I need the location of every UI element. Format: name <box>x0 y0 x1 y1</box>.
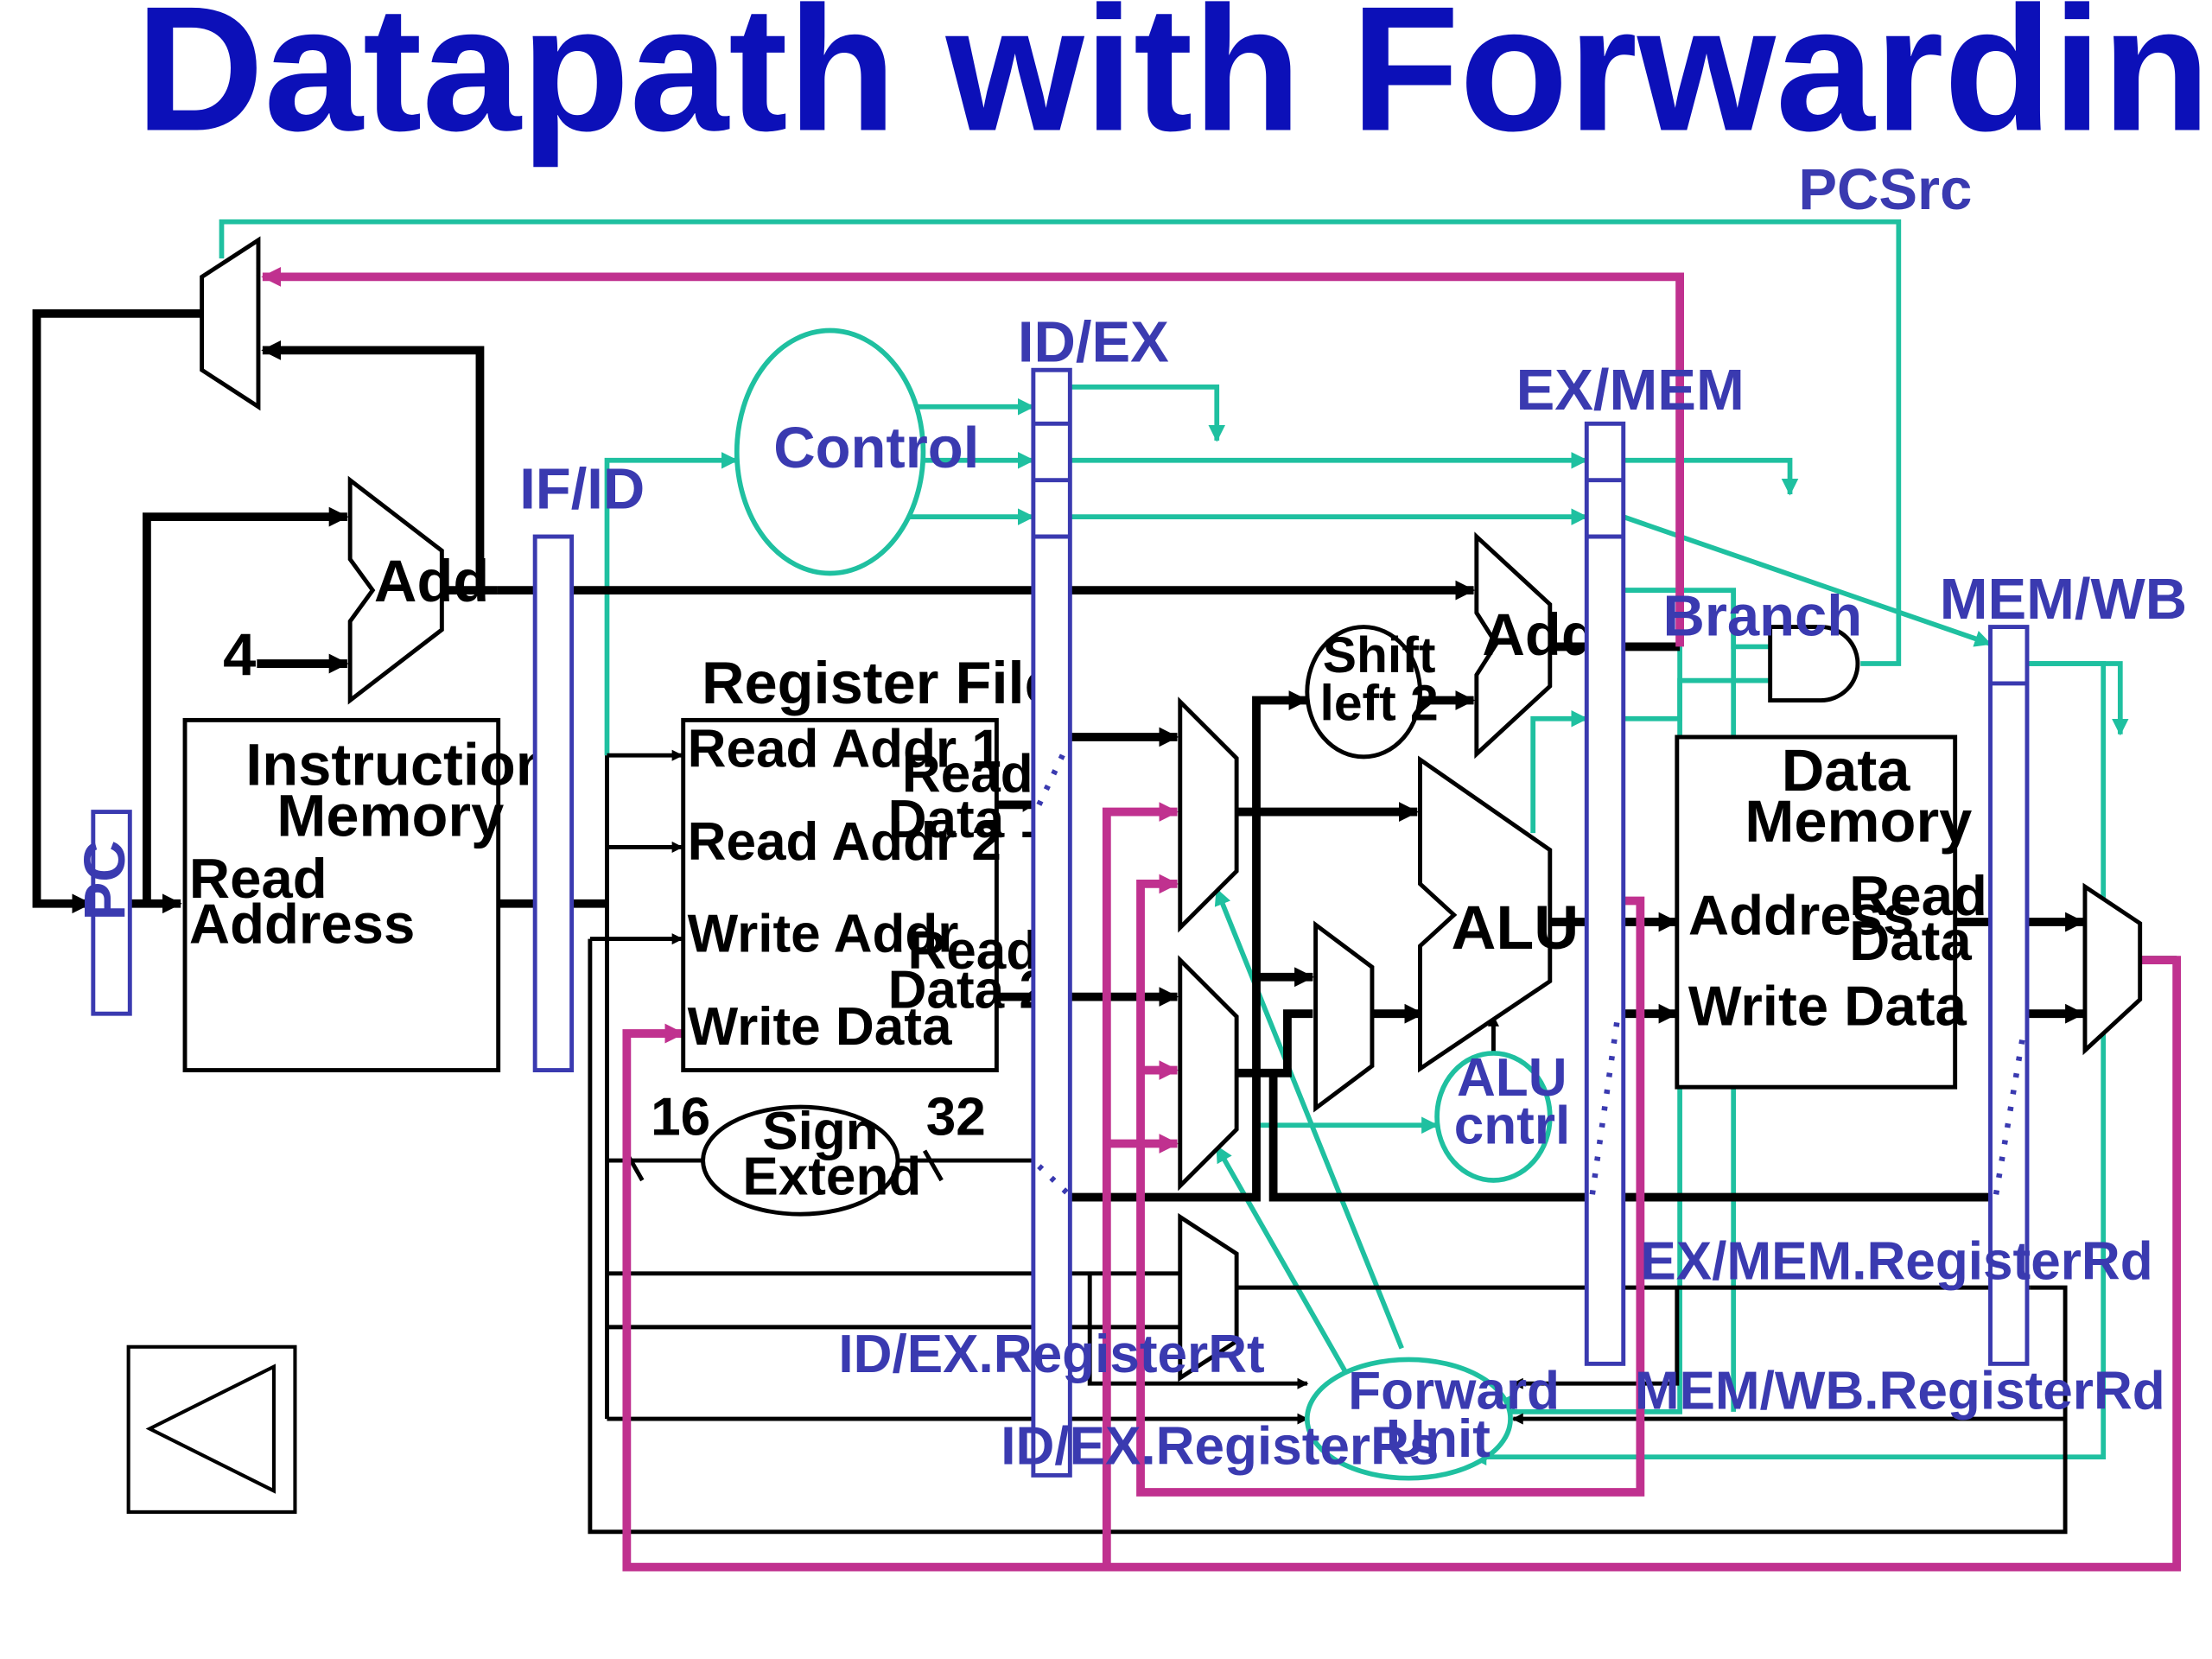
dm-address-label: Address <box>1688 884 1914 947</box>
read-data-1-label-b: Data 1 <box>888 790 1049 849</box>
read-address-label-1: Read <box>189 847 327 910</box>
reg-dst-mux <box>1178 1212 1239 1382</box>
register-file <box>681 717 999 1072</box>
pc-register <box>91 810 132 1016</box>
idex-registerrt-label: ID/EX.RegisterRt <box>838 1325 1264 1384</box>
instruction-memory-title-2: Memory <box>276 782 504 849</box>
data-memory-title-2: Memory <box>1745 788 1972 855</box>
idex-registerrs-label: ID/EX.RegisterRs <box>1001 1416 1439 1476</box>
pcsrc-label: PCSrc <box>1798 157 1972 222</box>
back-button[interactable] <box>126 1344 297 1514</box>
read-addr-2-label: Read Addr 2 <box>688 812 1001 872</box>
dm-write-data-label: Write Data <box>1688 974 1967 1037</box>
pc-mux <box>200 236 261 411</box>
forward-unit-label-1: Forward <box>1348 1362 1560 1421</box>
branch-adder <box>1474 531 1553 760</box>
alu-control-label-2: cntrl <box>1454 1096 1571 1155</box>
memwb-registerrd-label: MEM/WB.RegisterRd <box>1635 1362 2165 1421</box>
writeback-mux <box>2082 882 2143 1056</box>
branch-adder-label: Add <box>1482 601 1597 668</box>
alu-label: ALU <box>1451 893 1579 963</box>
dm-read-label-1: Read <box>1849 864 1987 927</box>
instruction-memory <box>182 717 501 1072</box>
branch-label: Branch <box>1662 583 1862 648</box>
mem-wb-label: MEM/WB <box>1940 567 2187 632</box>
constant-four: 4 <box>223 621 256 688</box>
ex-mem-register <box>1584 421 1626 1366</box>
pc-label: PC <box>73 840 137 920</box>
data-paths <box>32 308 2177 1535</box>
alu <box>1418 755 1553 1073</box>
alu-input-a-mux <box>1178 696 1239 933</box>
sign-extend-label-2: Extend <box>742 1147 921 1206</box>
read-data-2-label-b: Data 2 <box>888 961 1049 1020</box>
read-data-1-label-a: Read <box>902 745 1033 804</box>
control-label: Control <box>773 416 979 480</box>
alu-input-b-mux <box>1178 955 1239 1192</box>
alu-src-mux <box>1313 920 1375 1113</box>
exmem-registerrd-label: EX/MEM.RegisterRd <box>1640 1231 2152 1291</box>
data-memory-title-1: Data <box>1782 737 1911 804</box>
pc-adder <box>347 475 444 705</box>
control-unit <box>734 327 926 576</box>
ex-mem-label: EX/MEM <box>1516 358 1745 423</box>
alu-control-label-1: ALU <box>1457 1048 1567 1108</box>
if-id-label: IF/ID <box>519 456 645 521</box>
read-address-label-2: Address <box>189 893 415 956</box>
id-ex-label: ID/EX <box>1018 309 1169 374</box>
forward-unit <box>1304 1357 1513 1481</box>
forward-paths <box>261 266 2182 1572</box>
width-16-label: 16 <box>651 1088 710 1147</box>
write-addr-label: Write Addr <box>688 904 959 963</box>
read-addr-1-label: Read Addr 1 <box>688 719 1001 779</box>
shift-left-2 <box>1305 625 1422 760</box>
data-memory <box>1675 734 1958 1090</box>
id-ex-register <box>1031 367 1072 1478</box>
alu-control <box>1434 1051 1553 1183</box>
instruction-memory-title-1: Instruction <box>245 732 551 798</box>
triangle-left-icon <box>145 1363 276 1494</box>
write-data-label: Write Data <box>688 997 952 1057</box>
dm-read-label-2: Data <box>1849 909 1972 972</box>
shift-label-2: left 2 <box>1320 675 1439 731</box>
register-file-title: Register File <box>702 650 1058 716</box>
page-title: Datapath with Forwarding Hardware <box>136 0 2212 168</box>
pc-adder-label: Add <box>374 548 489 614</box>
mem-wb-register <box>1988 625 2030 1366</box>
if-id-register <box>532 534 575 1072</box>
forward-unit-label-2: Unit <box>1386 1409 1491 1469</box>
sign-extend-label-1: Sign <box>762 1102 879 1161</box>
read-data-2-label-a: Read <box>907 921 1039 981</box>
sign-extend <box>701 1104 900 1217</box>
shift-label-1: Shift <box>1323 627 1436 683</box>
width-32-label: 32 <box>926 1088 986 1147</box>
branch-and-gate <box>1768 625 1860 702</box>
